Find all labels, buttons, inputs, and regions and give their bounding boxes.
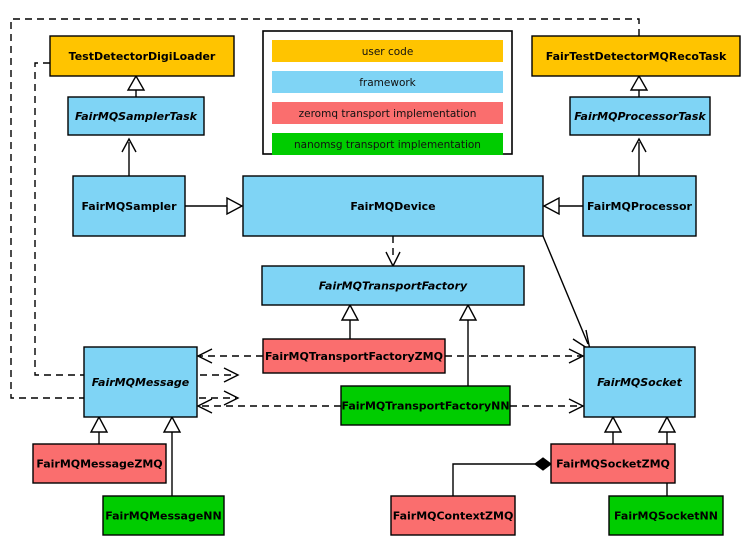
class-box[interactable]	[83, 346, 198, 418]
class-name-label: FairMQTransportFactory	[319, 280, 468, 293]
class-box[interactable]	[32, 443, 167, 484]
legend-item-0: user code	[272, 40, 503, 62]
class-node-FairMQDevice[interactable]: FairMQDevice	[242, 175, 544, 237]
legend-label: user code	[362, 46, 414, 58]
class-box[interactable]	[608, 495, 724, 536]
class-box[interactable]	[550, 443, 676, 484]
class-box[interactable]	[261, 265, 525, 306]
edge-tfnn-to-socket	[510, 398, 585, 414]
edge-samplertask-to-digiloader	[126, 74, 146, 97]
class-box[interactable]	[72, 175, 186, 237]
class-node-FairTestDetectorMQRecoTask[interactable]: FairTestDetectorMQRecoTask	[531, 35, 741, 77]
legend-swatch	[272, 102, 503, 124]
edge-layer	[10, 18, 677, 496]
edge-sampler-to-samplertask	[121, 137, 137, 176]
class-name-label: FairMQProcessor	[587, 200, 692, 213]
edge-sampler-to-device	[185, 196, 244, 216]
class-node-FairMQTransportFactoryZMQ[interactable]: FairMQTransportFactoryZMQ	[262, 338, 446, 374]
class-node-FairMQMessage[interactable]: FairMQMessage	[83, 346, 198, 418]
class-name-label: FairMQContextZMQ	[393, 510, 514, 523]
legend-swatch	[272, 133, 503, 155]
class-name-label: FairMQTransportFactoryNN	[341, 400, 509, 413]
class-name-label: FairMQSocketZMQ	[556, 458, 670, 471]
edge-digiloader-to-message	[34, 62, 240, 383]
legend-item-3: nanomsg transport implementation	[272, 133, 503, 155]
class-name-label: FairMQProcessorTask	[574, 110, 706, 123]
legend-item-1: framework	[272, 71, 503, 93]
legend-label: nanomsg transport implementation	[294, 139, 481, 151]
edge-tfzmq-to-tf	[340, 303, 360, 339]
edge-messagezmq-to-message	[89, 415, 109, 444]
edge-tfzmq-to-message	[196, 348, 263, 364]
class-node-FairMQSampler[interactable]: FairMQSampler	[72, 175, 186, 237]
class-node-FairMQSamplerTask[interactable]: FairMQSamplerTask	[67, 96, 205, 136]
class-node-FairMQSocketNN[interactable]: FairMQSocketNN	[608, 495, 724, 536]
class-box[interactable]	[583, 346, 696, 418]
class-node-FairMQSocketZMQ[interactable]: FairMQSocketZMQ	[550, 443, 676, 484]
class-box[interactable]	[49, 35, 235, 77]
edge-device-to-socket	[542, 235, 592, 352]
class-box[interactable]	[67, 96, 205, 136]
class-box[interactable]	[531, 35, 741, 77]
legend: user code framework zeromq transport imple…	[262, 30, 513, 155]
class-box[interactable]	[102, 495, 225, 536]
class-name-label: FairMQMessage	[92, 376, 190, 389]
class-name-label: FairMQMessageZMQ	[36, 458, 162, 471]
class-box[interactable]	[340, 385, 511, 426]
class-name-label: FairMQSamplerTask	[75, 110, 198, 123]
edge-tfnn-to-message	[196, 398, 341, 414]
class-node-FairMQProcessorTask[interactable]: FairMQProcessorTask	[569, 96, 711, 136]
edge-device-to-transportfactory	[385, 236, 401, 268]
class-node-FairMQMessageZMQ[interactable]: FairMQMessageZMQ	[32, 443, 167, 484]
class-name-label: FairTestDetectorMQRecoTask	[546, 50, 727, 63]
legend-label: framework	[359, 77, 416, 89]
legend-item-2: zeromq transport implementation	[272, 102, 503, 124]
class-node-FairMQContextZMQ[interactable]: FairMQContextZMQ	[390, 495, 516, 536]
edge-messagenn-to-message	[162, 415, 182, 496]
edge-processortask-to-recotask	[629, 74, 649, 97]
class-node-FairMQMessageNN[interactable]: FairMQMessageNN	[102, 495, 225, 536]
class-name-label: FairMQSocket	[597, 376, 683, 389]
class-node-FairMQSocket[interactable]: FairMQSocket	[583, 346, 696, 418]
class-node-TestDetectorDigiLoader[interactable]: TestDetectorDigiLoader	[49, 35, 235, 77]
edge-tfzmq-to-socket	[445, 348, 585, 364]
edge-tfnn-to-tf	[458, 303, 478, 386]
legend-label: zeromq transport implementation	[299, 108, 477, 120]
class-node-FairMQProcessor[interactable]: FairMQProcessor	[582, 175, 697, 237]
class-box[interactable]	[390, 495, 516, 536]
class-name-label: FairMQMessageNN	[105, 510, 221, 523]
class-name-label: FairMQTransportFactoryZMQ	[265, 350, 443, 363]
edge-socketzmq-to-socket	[603, 415, 623, 444]
node-layer: TestDetectorDigiLoader FairTestDetectorMQ…	[32, 35, 741, 536]
class-name-label: FairMQSocketNN	[614, 510, 718, 523]
class-box[interactable]	[262, 338, 446, 374]
legend-swatch	[272, 71, 503, 93]
class-node-FairMQTransportFactoryNN[interactable]: FairMQTransportFactoryNN	[340, 385, 511, 426]
class-name-label: FairMQSampler	[81, 200, 177, 213]
edge-processor-to-device	[542, 196, 583, 216]
edge-contextzmq-to-socketzmq	[452, 457, 552, 496]
class-node-FairMQTransportFactory[interactable]: FairMQTransportFactory	[261, 265, 525, 306]
legend-swatch	[272, 40, 503, 62]
class-name-label: TestDetectorDigiLoader	[69, 50, 216, 63]
class-box[interactable]	[582, 175, 697, 237]
class-box[interactable]	[569, 96, 711, 136]
class-name-label: FairMQDevice	[350, 200, 435, 213]
edge-processor-to-processortask	[631, 137, 647, 176]
class-box[interactable]	[242, 175, 544, 237]
